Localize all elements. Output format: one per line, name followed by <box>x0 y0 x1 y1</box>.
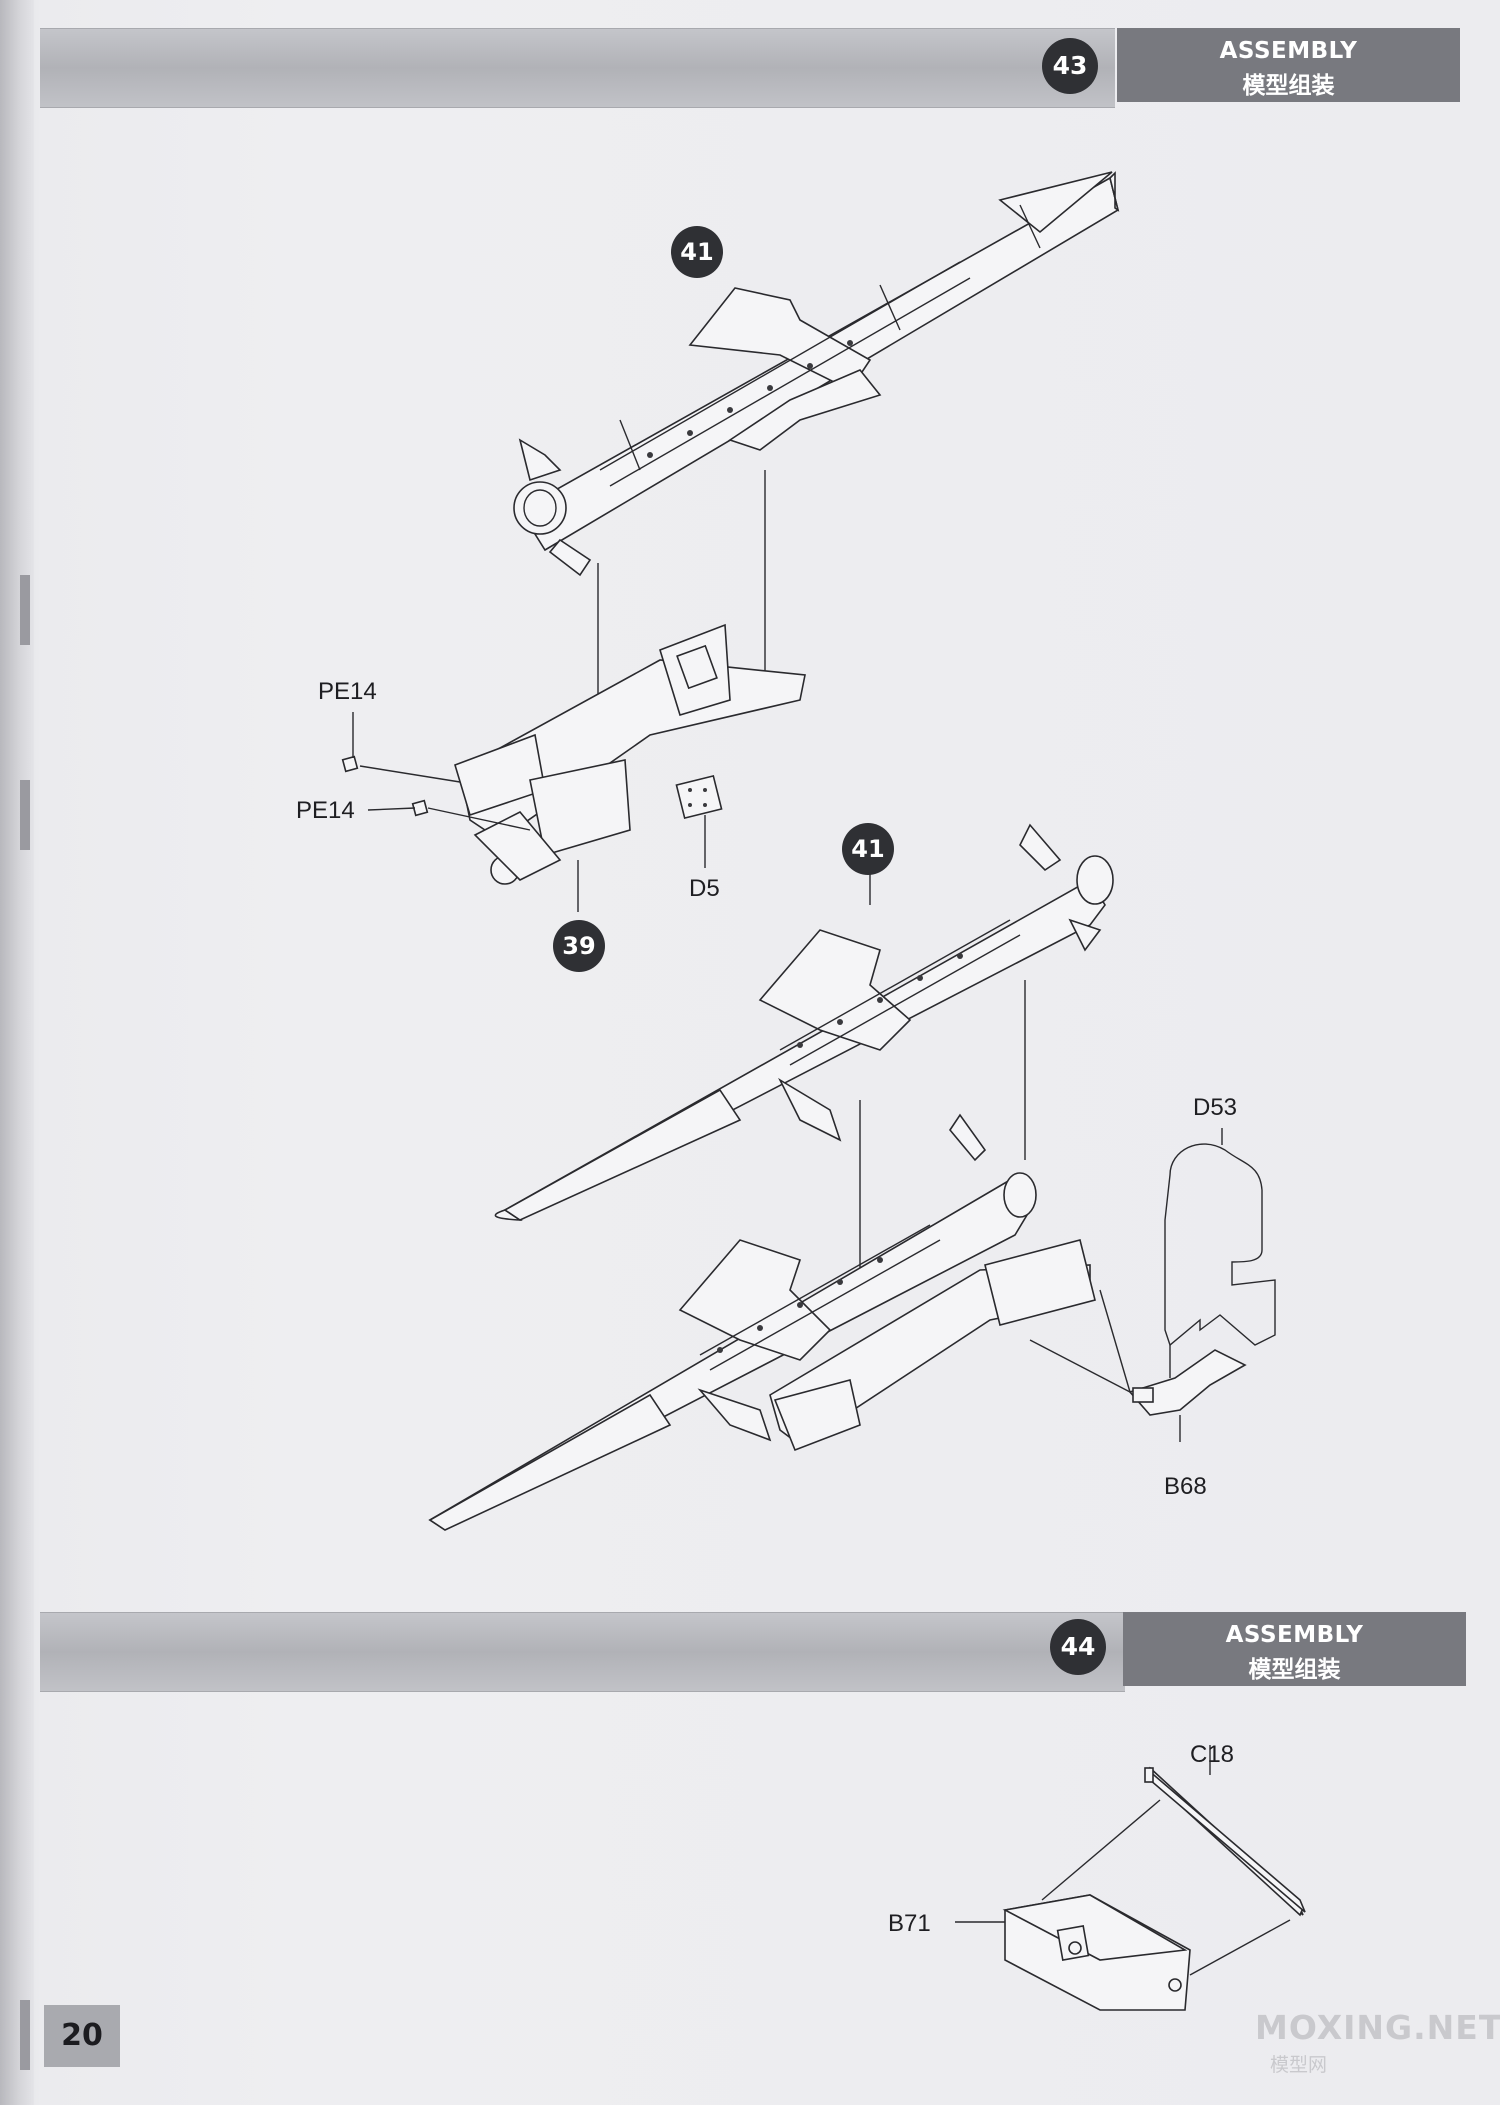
binding-mark <box>20 780 30 850</box>
missile-top-drawing <box>513 171 1120 577</box>
step-43-title-en: ASSEMBLY <box>1219 38 1358 64</box>
binding-edge <box>0 0 34 2105</box>
part-label-b68: B68 <box>1164 1473 1207 1500</box>
ref-badge-39: 39 <box>553 920 605 972</box>
part-label-d53: D53 <box>1193 1094 1238 1121</box>
page-number: 20 <box>44 2005 120 2067</box>
missile-middle-drawing <box>494 823 1114 1221</box>
part-label-pe14-lower: PE14 <box>296 797 355 824</box>
step-44-drawing <box>955 1745 1306 2011</box>
ref-badge-41-middle: 41 <box>842 823 894 875</box>
part-label-pe14-upper: PE14 <box>318 678 377 705</box>
step-43-number-badge: 43 <box>1042 38 1098 94</box>
part-label-c18: C18 <box>1190 1741 1235 1768</box>
part-d53-b68-drawing <box>1029 1128 1276 1442</box>
step-44-number-badge: 44 <box>1050 1619 1106 1675</box>
launcher-rail-drawing <box>341 623 806 912</box>
step-43-title-zh: 模型组装 <box>1242 73 1335 99</box>
binding-mark <box>20 575 30 645</box>
part-label-b71: B71 <box>888 1910 931 1937</box>
step-44-title-zh: 模型组装 <box>1248 1657 1341 1683</box>
step-43-header-band <box>40 28 1115 108</box>
step-44-header-band <box>40 1612 1125 1692</box>
watermark-logo: MOXING.NET <box>1255 2008 1500 2047</box>
step-44-title-box: ASSEMBLY 模型组装 <box>1123 1612 1466 1686</box>
part-label-d5: D5 <box>689 875 720 902</box>
step-44-title-en: ASSEMBLY <box>1225 1622 1364 1648</box>
watermark-sub: 模型网 <box>1270 2054 1328 2076</box>
step-43-title-box: ASSEMBLY 模型组装 <box>1117 28 1460 102</box>
ref-badge-41-top: 41 <box>671 226 723 278</box>
binding-mark <box>20 2000 30 2070</box>
missile-assembled-drawing <box>428 1113 1096 1531</box>
